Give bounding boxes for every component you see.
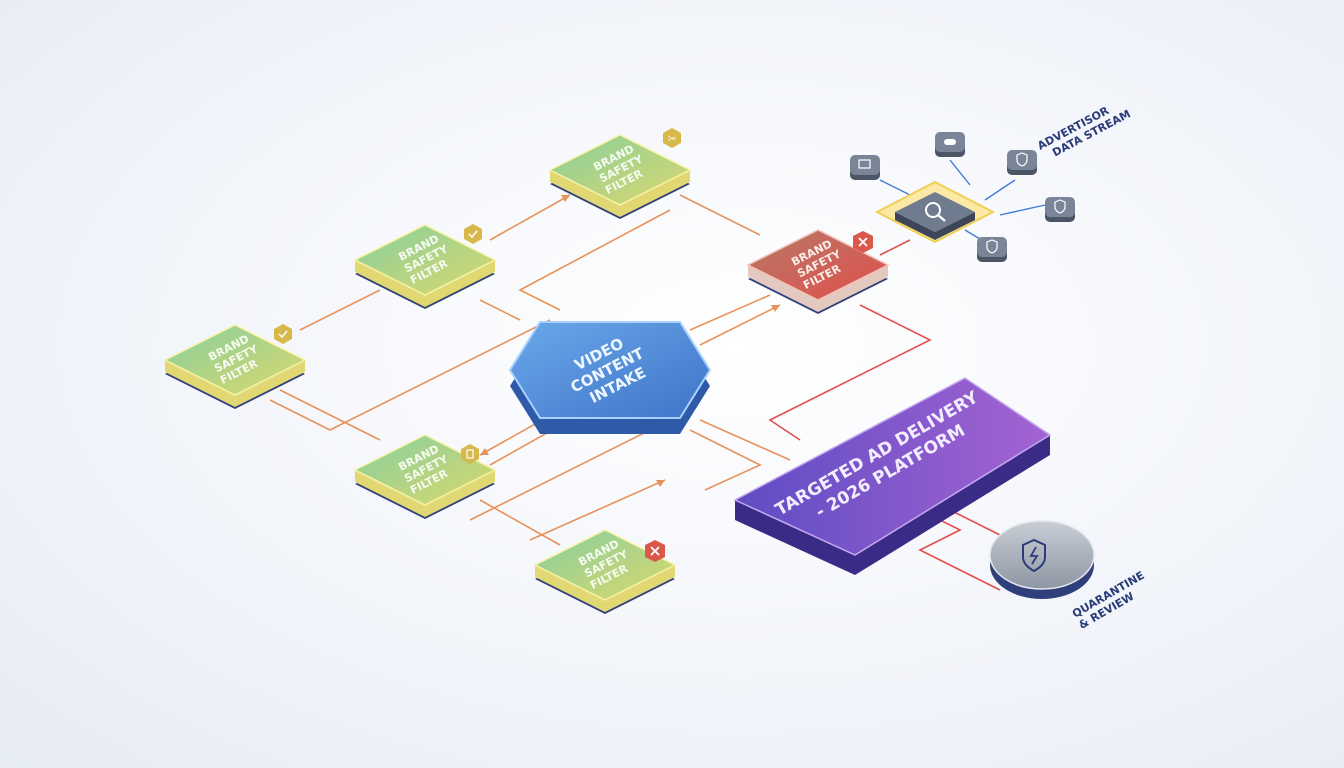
tile-top [533, 529, 677, 601]
filter-tile-left[interactable]: BRAND SAFETY FILTER [163, 324, 307, 409]
arrowhead [561, 195, 570, 202]
connector-right-to-platform [768, 304, 932, 441]
platform-top [733, 377, 1052, 556]
connector-lower-left-to-bottom [479, 499, 561, 546]
shield-check-icon [274, 324, 292, 344]
tile-top [163, 324, 307, 396]
connector-upper-left-to-top [489, 194, 571, 241]
connector-top-to-center [518, 209, 671, 311]
connector-hub-to-sat-3 [984, 179, 1016, 201]
arrowhead [656, 480, 665, 487]
connector-center-to-platform-b [689, 429, 762, 491]
tile-top [548, 134, 692, 206]
tile-side [165, 360, 305, 407]
filter-tile-right[interactable]: BRAND SAFETY FILTER [746, 229, 890, 314]
x-icon [853, 231, 873, 253]
connector-top-to-right [679, 194, 761, 236]
shield-check-icon[interactable] [1045, 197, 1075, 222]
broken-shield-icon [1022, 538, 1046, 573]
connector-left-to-lower-left [279, 389, 381, 441]
connector-right-to-hub [879, 239, 911, 256]
connector-left-to-center [269, 319, 551, 431]
filter-tile-lower-left[interactable]: BRAND SAFETY FILTER [353, 434, 497, 519]
filter-tile-top[interactable]: BRAND SAFETY FILTER ✂ [548, 128, 692, 219]
x-icon [645, 540, 665, 562]
tile-side [550, 170, 690, 217]
arrowhead [480, 448, 489, 455]
connector-center-to-platform [699, 419, 791, 461]
connector-hub-to-sat-2 [949, 159, 971, 186]
hub-side [895, 212, 975, 240]
connector-left-to-upper-left [299, 289, 381, 331]
advertisor-satellites [850, 132, 1075, 262]
scissors-icon: ✂ [663, 128, 681, 148]
arrowhead [771, 305, 780, 312]
quarantine-review-node[interactable] [989, 520, 1095, 599]
filter-tile-upper-left[interactable]: BRAND SAFETY FILTER [353, 224, 497, 309]
magnifier-icon [925, 202, 946, 222]
image-icon[interactable] [850, 155, 880, 180]
connector-hub-to-sat-4 [999, 204, 1046, 216]
tile-side [355, 260, 495, 307]
tile-side [748, 265, 888, 312]
toggle-icon[interactable] [935, 132, 965, 157]
tile-side [355, 470, 495, 517]
shield-check-icon[interactable] [977, 237, 1007, 262]
platform-side [735, 435, 1050, 575]
tile-top [353, 434, 497, 506]
svg-text:ADVERTISOR DATA STREAM: ADVERTISOR DATA STREAM [1035, 96, 1133, 164]
advertisor-hub[interactable] [874, 180, 996, 244]
document-icon [461, 444, 479, 464]
connector-center-to-right-a [689, 294, 771, 331]
video-content-intake-node[interactable]: VIDEO CONTENT INTAKE [508, 321, 712, 434]
quarantine-disk-top [989, 520, 1095, 590]
svg-text:✂: ✂ [668, 134, 676, 145]
connector-lower-left-to-center-long [469, 429, 651, 521]
connector-center-to-right-b [699, 304, 781, 346]
arrowheads [480, 195, 780, 487]
connector-upper-left-to-center [479, 299, 521, 321]
tile-side [535, 565, 675, 612]
shield-check-icon [464, 224, 482, 244]
shield-check-icon[interactable] [1007, 150, 1037, 175]
tile-top [353, 224, 497, 296]
center-node-top [508, 321, 712, 419]
filter-tile-bottom[interactable]: BRAND SAFETY FILTER [533, 529, 677, 614]
hub-top [895, 192, 975, 232]
connector-bottom-to-center [529, 479, 666, 541]
